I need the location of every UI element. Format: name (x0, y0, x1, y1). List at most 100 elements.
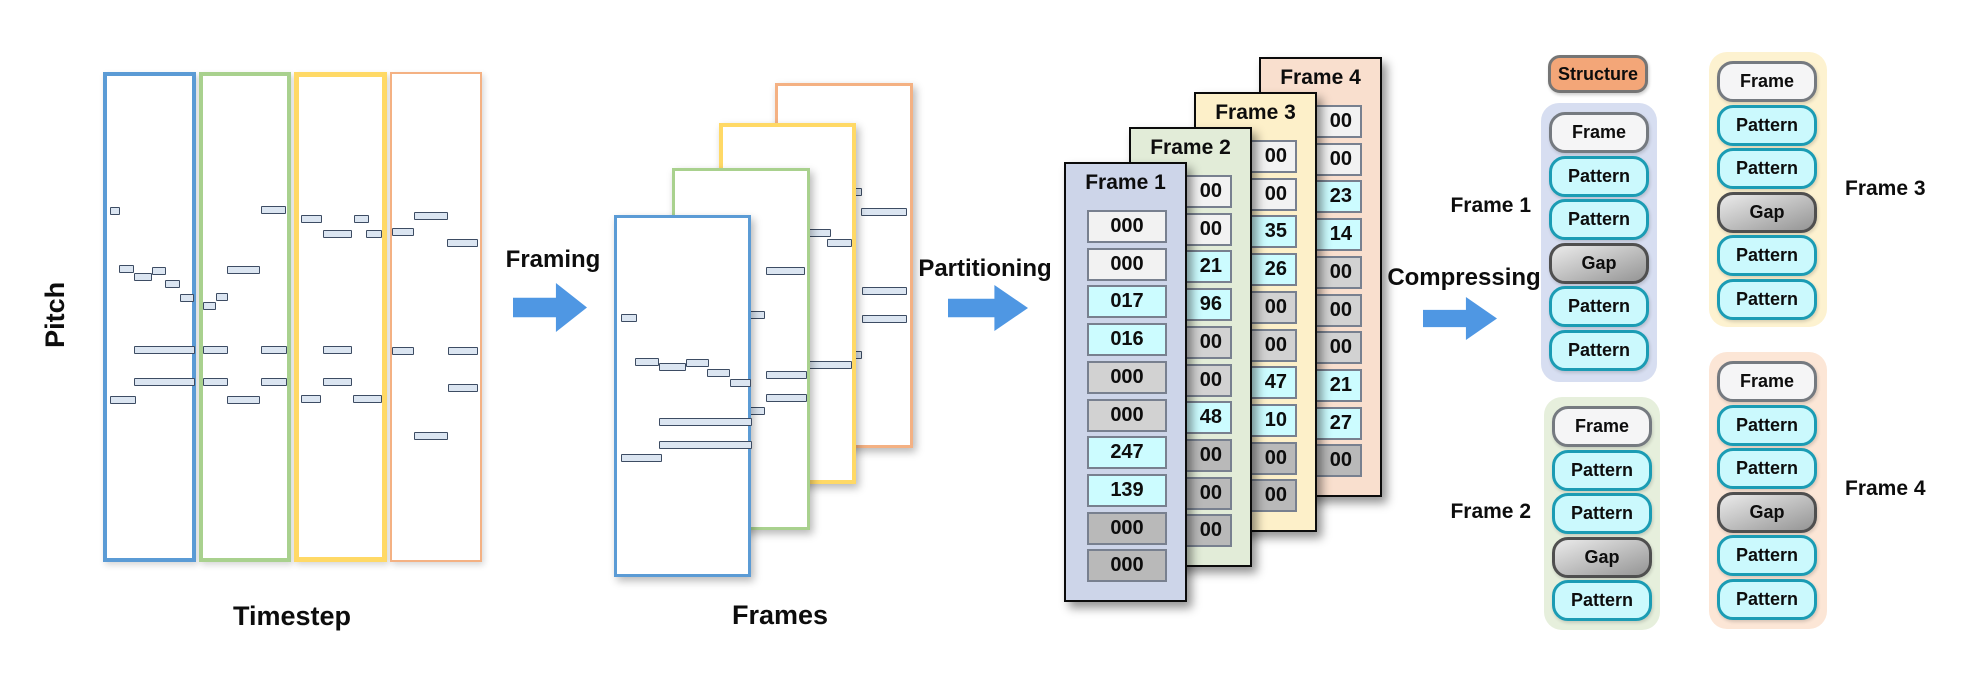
structure-chip: Structure (1548, 55, 1648, 93)
note-bar (826, 239, 852, 248)
compressing-arrow (1423, 297, 1497, 340)
compressing-label: Compressing (1387, 264, 1541, 291)
timestep-axis-label: Timestep (232, 601, 352, 631)
pattern-chip: Pattern (1717, 535, 1817, 576)
framing-arrow (513, 283, 587, 332)
pattern-chip: Pattern (1717, 278, 1817, 320)
frame-table-cell: 017 (1087, 285, 1167, 319)
partitioning-arrow (948, 285, 1028, 331)
frame-table-header: Frame 1 (1085, 171, 1166, 194)
pattern-chip: Pattern (1552, 493, 1652, 534)
frame-table-cell: 000 (1087, 549, 1167, 583)
partitioning-label: Partitioning (918, 255, 1052, 282)
frames-label: Frames (731, 600, 829, 630)
piano-roll-panel-frame-4 (390, 72, 482, 562)
piano-roll-panel-frame-2 (199, 72, 291, 562)
frame-table-header: Frame 3 (1215, 101, 1296, 124)
note-bar (448, 346, 479, 355)
pattern-chip: Pattern (1552, 580, 1652, 621)
note-bar (323, 346, 352, 355)
pattern-chip: Pattern (1549, 199, 1649, 240)
note-bar (109, 206, 120, 215)
frame-chip: Frame (1717, 361, 1817, 402)
note-bar (300, 215, 323, 224)
frame-table-cell: 00 (1282, 293, 1362, 327)
note-bar (414, 432, 449, 441)
note-bar (862, 314, 908, 323)
pattern-chip: Pattern (1717, 448, 1817, 489)
piano-roll-panel-frame-1 (103, 72, 196, 562)
note-bar (215, 293, 229, 302)
piano-roll-panel-frame-3 (294, 72, 387, 562)
frames-stack-frame-1 (614, 215, 753, 577)
frame-chip: Frame (1552, 406, 1652, 447)
note-bar (203, 346, 229, 355)
note-bar (686, 358, 709, 367)
note-bar (765, 370, 807, 379)
note-bar (203, 378, 229, 387)
note-bar (323, 377, 352, 386)
note-bar (260, 378, 287, 387)
note-bar (392, 227, 414, 236)
note-bar (109, 395, 137, 404)
structure-group-label-4: Frame 4 (1845, 477, 1926, 500)
gap-chip: Gap (1717, 191, 1817, 233)
note-bar (260, 346, 287, 355)
frame-table-cell: 000 (1087, 360, 1167, 394)
note-bar (447, 238, 479, 247)
framing-label: Framing (505, 246, 601, 273)
note-bar (134, 272, 152, 281)
note-bar (365, 229, 382, 238)
pattern-chip: Pattern (1717, 235, 1817, 276)
note-bar (659, 417, 753, 426)
note-bar (354, 215, 369, 224)
frame-table-cell: 139 (1087, 473, 1167, 507)
frame-table-cell: 016 (1087, 323, 1167, 357)
note-bar (260, 205, 286, 214)
pattern-chip: Pattern (1552, 449, 1652, 491)
pitch-axis-label: Pitch (40, 281, 71, 348)
pattern-chip: Pattern (1549, 155, 1649, 197)
pattern-chip: Pattern (1717, 104, 1817, 146)
pattern-chip: Pattern (1717, 148, 1817, 189)
pattern-chip: Pattern (1549, 329, 1649, 371)
frame-chip: Frame (1717, 61, 1817, 102)
note-bar (862, 287, 908, 296)
frame-table-cell: 000 (1087, 398, 1167, 432)
pattern-chip: Pattern (1717, 578, 1817, 620)
note-bar (635, 357, 660, 366)
note-bar (300, 395, 322, 404)
note-bar (621, 314, 637, 323)
note-bar (165, 280, 181, 289)
structure-group-label-2: Frame 2 (1450, 500, 1531, 523)
note-bar (353, 395, 382, 404)
note-bar (659, 363, 687, 372)
note-bar (180, 294, 194, 303)
note-bar (134, 346, 195, 355)
frame-table-cell: 247 (1087, 436, 1167, 470)
frame-table-cell: 000 (1087, 210, 1167, 243)
structure-group-label-3: Frame 3 (1845, 177, 1926, 200)
note-bar (448, 383, 479, 392)
frame-chip: Frame (1549, 112, 1649, 153)
note-bar (659, 441, 753, 450)
note-bar (323, 229, 352, 238)
note-bar (861, 207, 908, 216)
note-bar (707, 368, 730, 377)
note-bar (809, 228, 832, 237)
note-bar (414, 212, 449, 221)
note-bar (765, 266, 806, 275)
note-bar (765, 394, 807, 403)
frame-table-cell: 000 (1087, 511, 1167, 545)
note-bar (392, 346, 414, 355)
gap-chip: Gap (1717, 491, 1817, 533)
note-bar (134, 378, 195, 387)
note-bar (729, 379, 751, 388)
note-bar (118, 264, 135, 273)
frame-table-header: Frame 4 (1280, 66, 1361, 89)
gap-chip: Gap (1549, 242, 1649, 284)
note-bar (203, 302, 216, 311)
pattern-chip: Pattern (1549, 286, 1649, 327)
